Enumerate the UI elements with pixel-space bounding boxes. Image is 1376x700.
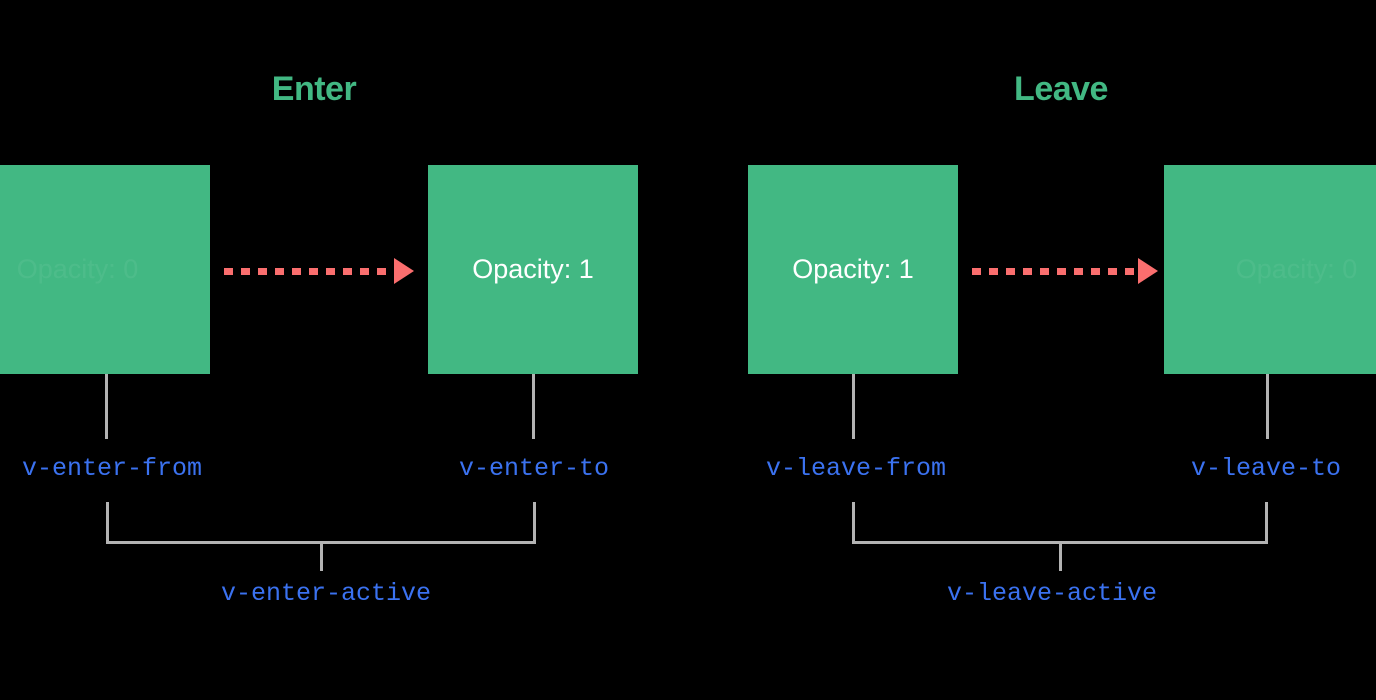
transition-arrow-leave (972, 258, 1158, 284)
bracket-bar-icon (852, 541, 1268, 544)
arrow-shaft-icon (972, 267, 1137, 275)
bracket-bar-icon (106, 541, 536, 544)
bracket-stem-icon (319, 544, 323, 571)
class-label-v-leave-active: v-leave-active (946, 579, 1158, 608)
bracket-tick-left-icon (852, 502, 855, 544)
class-label-v-leave-from: v-leave-from (765, 454, 947, 483)
state-box-leave-from: Opacity: 1 (748, 165, 958, 374)
state-box-enter-to-label: Opacity: 1 (472, 254, 594, 284)
connector-enter-from (105, 374, 108, 439)
transition-arrow-enter (224, 258, 414, 284)
state-box-leave-to-label: Opacity: 0 (1235, 254, 1358, 284)
state-box-leave-from-label: Opacity: 1 (792, 254, 914, 284)
bracket-tick-right-icon (1265, 502, 1268, 544)
connector-enter-to (532, 374, 535, 439)
bracket-tick-left-icon (106, 502, 109, 544)
span-bracket-leave-active (852, 502, 1268, 571)
arrow-head-icon (1138, 258, 1158, 284)
bracket-stem-icon (1058, 544, 1062, 571)
class-label-v-enter-from: v-enter-from (21, 454, 203, 483)
section-heading-enter: Enter (271, 70, 357, 108)
class-label-v-enter-to: v-enter-to (458, 454, 610, 483)
state-box-enter-to: Opacity: 1 (428, 165, 638, 374)
class-label-v-enter-active: v-enter-active (220, 579, 432, 608)
arrow-shaft-icon (224, 267, 393, 275)
connector-leave-to (1266, 374, 1269, 439)
bracket-tick-right-icon (533, 502, 536, 544)
connector-leave-from (852, 374, 855, 439)
class-label-v-leave-to: v-leave-to (1190, 454, 1342, 483)
section-heading-leave: Leave (1014, 70, 1108, 108)
state-box-enter-from: Opacity: 0 (0, 165, 210, 374)
span-bracket-enter-active (106, 502, 536, 571)
state-box-enter-from-label: Opacity: 0 (16, 254, 139, 284)
arrow-head-icon (394, 258, 414, 284)
state-box-leave-to: Opacity: 0 (1164, 165, 1376, 374)
